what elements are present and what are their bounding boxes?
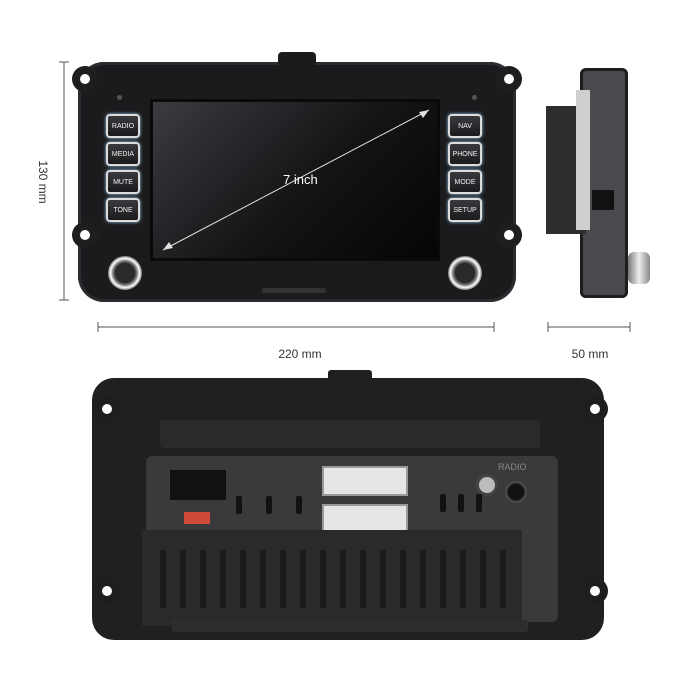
diagonal-arrow	[162, 109, 430, 251]
bottom-slot	[262, 288, 326, 293]
side-bracket	[576, 90, 590, 230]
rear-vent-rail	[160, 420, 540, 448]
radio-port-label: RADIO	[498, 462, 527, 472]
cooling-fin	[260, 550, 266, 608]
rear-vent-slot	[458, 494, 464, 512]
width-label: 220 mm	[278, 347, 322, 361]
cooling-fin	[320, 550, 326, 608]
cooling-fin	[340, 550, 346, 608]
mount-ear-bottom-left	[72, 222, 98, 248]
nav-button[interactable]: NAV	[448, 114, 482, 138]
cooling-fin	[360, 550, 366, 608]
height-dimension-line	[59, 61, 69, 301]
setup-button[interactable]: SETUP	[448, 198, 482, 222]
cooling-fin	[440, 550, 446, 608]
rear-vent-slot	[296, 496, 302, 514]
rear-ear-top-right	[582, 396, 608, 422]
cooling-fin	[420, 550, 426, 608]
cooling-fin	[220, 550, 226, 608]
rear-top-tab	[328, 370, 372, 384]
cooling-fin	[240, 550, 246, 608]
tuning-knob-right[interactable]	[448, 256, 482, 290]
screen-size-label: 7 inch	[283, 172, 318, 187]
rear-vent-slot	[440, 494, 446, 512]
depth-dimension-line	[547, 322, 631, 332]
width-dimension-line	[97, 322, 495, 332]
iso-connector	[170, 470, 226, 500]
volume-knob-left[interactable]	[108, 256, 142, 290]
rear-ear-bottom-right	[582, 578, 608, 604]
cooling-fin	[460, 550, 466, 608]
rear-vent-slot	[476, 494, 482, 512]
mode-button[interactable]: MODE	[448, 170, 482, 194]
mount-ear-bottom-right	[496, 222, 522, 248]
rear-ear-top-left	[94, 396, 120, 422]
height-label: 130 mm	[36, 160, 50, 204]
cooling-fin	[480, 550, 486, 608]
mute-button[interactable]: MUTE	[106, 170, 140, 194]
top-tab	[278, 52, 316, 66]
mount-ear-top-left	[72, 66, 98, 92]
cooling-fin	[300, 550, 306, 608]
cooling-fin	[200, 550, 206, 608]
cooling-fin	[180, 550, 186, 608]
rear-bottom-rail	[172, 620, 528, 632]
cooling-fin	[160, 550, 166, 608]
rear-ear-bottom-left	[94, 578, 120, 604]
rear-vent-slot	[266, 496, 272, 514]
reset-hole	[472, 95, 477, 100]
side-port	[592, 190, 614, 210]
radio-antenna-port	[504, 480, 528, 504]
media-button[interactable]: MEDIA	[106, 142, 140, 166]
side-knob	[628, 252, 650, 284]
radio-button[interactable]: RADIO	[106, 114, 140, 138]
gps-antenna-port	[476, 474, 498, 496]
cooling-fin	[380, 550, 386, 608]
wiring-harness-socket-bottom	[322, 504, 408, 534]
mic-hole	[117, 95, 122, 100]
cooling-fin	[400, 550, 406, 608]
cooling-fin	[500, 550, 506, 608]
phone-button[interactable]: PHONE	[448, 142, 482, 166]
fuse-block	[184, 512, 210, 524]
display-screen[interactable]: 7 inch	[150, 99, 440, 261]
wiring-harness-socket-top	[322, 466, 408, 496]
cooling-fin	[280, 550, 286, 608]
tone-button[interactable]: TONE	[106, 198, 140, 222]
depth-label: 50 mm	[571, 347, 609, 361]
mount-ear-top-right	[496, 66, 522, 92]
rear-vent-slot	[236, 496, 242, 514]
